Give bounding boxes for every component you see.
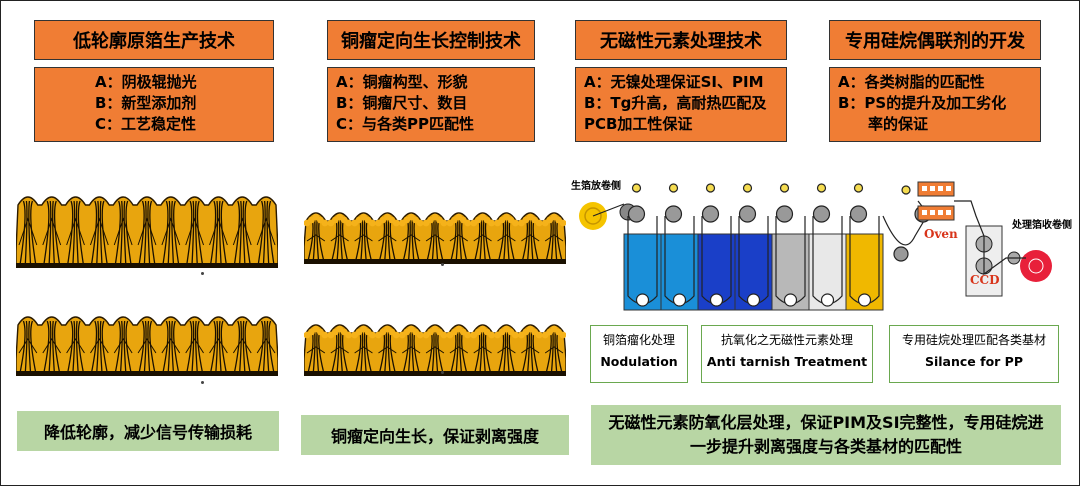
- oven-unit: [917, 205, 955, 221]
- box-silane-coupling: A：各类树脂的匹配性 B：PS的提升及加工劣化 率的保证: [829, 67, 1041, 142]
- top-roller: [812, 205, 831, 223]
- header-low-profile: 低轮廓原箔生产技术: [34, 20, 274, 60]
- stage-cn: 铜箔瘤化处理: [602, 333, 675, 347]
- item-text: B：铜瘤尺寸、数目: [336, 94, 468, 112]
- item-text: C：工艺稳定性: [95, 115, 197, 133]
- speck: [201, 381, 204, 384]
- item-text: B：Tg升高，高耐热匹配及: [584, 94, 767, 112]
- header-directional-growth: 铜瘤定向生长控制技术: [327, 20, 535, 60]
- bottom-roller: [820, 293, 835, 307]
- stage-cn: 专用硅烷处理匹配各类基材: [901, 333, 1046, 347]
- low-profile-foil-bottom: [16, 316, 278, 376]
- top-roller: [738, 205, 757, 223]
- speck: [441, 263, 444, 266]
- rewind-roll: [1020, 250, 1052, 282]
- box-directional-growth: A：铜瘤构型、形貌 B：铜瘤尺寸、数目 C：与各类PP匹配性: [327, 67, 535, 142]
- box-nonmagnetic-treatment: A：无镍处理保证SI、PIM B：Tg升高，高耐热匹配及 PCB加工性保证: [575, 67, 787, 142]
- top-roller: [849, 205, 868, 223]
- stage-anti-tarnish: 抗氧化之无磁性元素处理 Anti tarnish Treatment: [701, 325, 873, 383]
- box-low-profile: A：阴极辊抛光 B：新型添加剂 C：工艺稳定性: [34, 67, 274, 142]
- stage-silane: 专用硅烷处理匹配各类基材 Silance for PP: [889, 325, 1059, 383]
- rewind-label: 处理箔收卷侧: [1011, 218, 1072, 231]
- bottom-roller: [635, 293, 650, 307]
- item-text: PCB加工性保证: [584, 115, 693, 133]
- item-text: A：阴极辊抛光: [95, 73, 197, 91]
- item-text: B：新型添加剂: [95, 94, 197, 112]
- speck: [441, 371, 444, 374]
- stage-cn: 抗氧化之无磁性元素处理: [720, 333, 853, 347]
- oven-label: Oven: [924, 227, 958, 241]
- caption-directional-growth: 铜瘤定向生长，保证剥离强度: [301, 415, 569, 455]
- item-text: C：与各类PP匹配性: [336, 115, 474, 133]
- item-text: B：PS的提升及加工劣化: [838, 94, 1007, 112]
- nodulated-foil-top: [304, 212, 566, 264]
- item-text: A：无镍处理保证SI、PIM: [584, 73, 764, 91]
- stage-en: Silance for PP: [924, 354, 1023, 369]
- bottom-roller: [672, 293, 687, 307]
- top-roller: [627, 205, 646, 223]
- treatment-tank: [808, 233, 847, 311]
- low-profile-foil-top: [16, 196, 278, 268]
- bottom-roller: [746, 293, 761, 307]
- bottom-roller: [709, 293, 724, 307]
- unwind-label: 生箔放卷侧: [571, 179, 621, 192]
- stage-nodulation: 铜箔瘤化处理 Nodulation: [590, 325, 688, 383]
- header-silane-coupling: 专用硅烷偶联剂的开发: [829, 20, 1041, 60]
- top-roller: [664, 205, 683, 223]
- top-roller: [701, 205, 720, 223]
- ccd-label: CCD: [970, 273, 1000, 287]
- caption-low-profile: 降低轮廓，减少信号传输损耗: [17, 411, 279, 451]
- oven-unit: [917, 181, 955, 197]
- bottom-roller: [783, 293, 798, 307]
- speck: [201, 272, 204, 275]
- item-text: A：铜瘤构型、形貌: [336, 73, 468, 91]
- stage-en: Anti tarnish Treatment: [706, 354, 868, 369]
- bottom-roller: [857, 293, 872, 307]
- nodulated-foil-bottom: [304, 324, 566, 376]
- item-text: A：各类树脂的匹配性: [838, 73, 985, 91]
- stage-en: Nodulation: [600, 354, 678, 369]
- top-roller: [775, 205, 794, 223]
- caption-treatment-line: 无磁性元素防氧化层处理，保证PIM及SI完整性，专用硅烷进一步提升剥离强度与各类…: [591, 405, 1061, 465]
- treatment-line-diagram: 生箔放卷侧 Oven CCD 处理箔收卷侧: [571, 179, 1072, 311]
- header-nonmagnetic-treatment: 无磁性元素处理技术: [575, 20, 787, 60]
- item-text: 率的保证: [838, 115, 929, 133]
